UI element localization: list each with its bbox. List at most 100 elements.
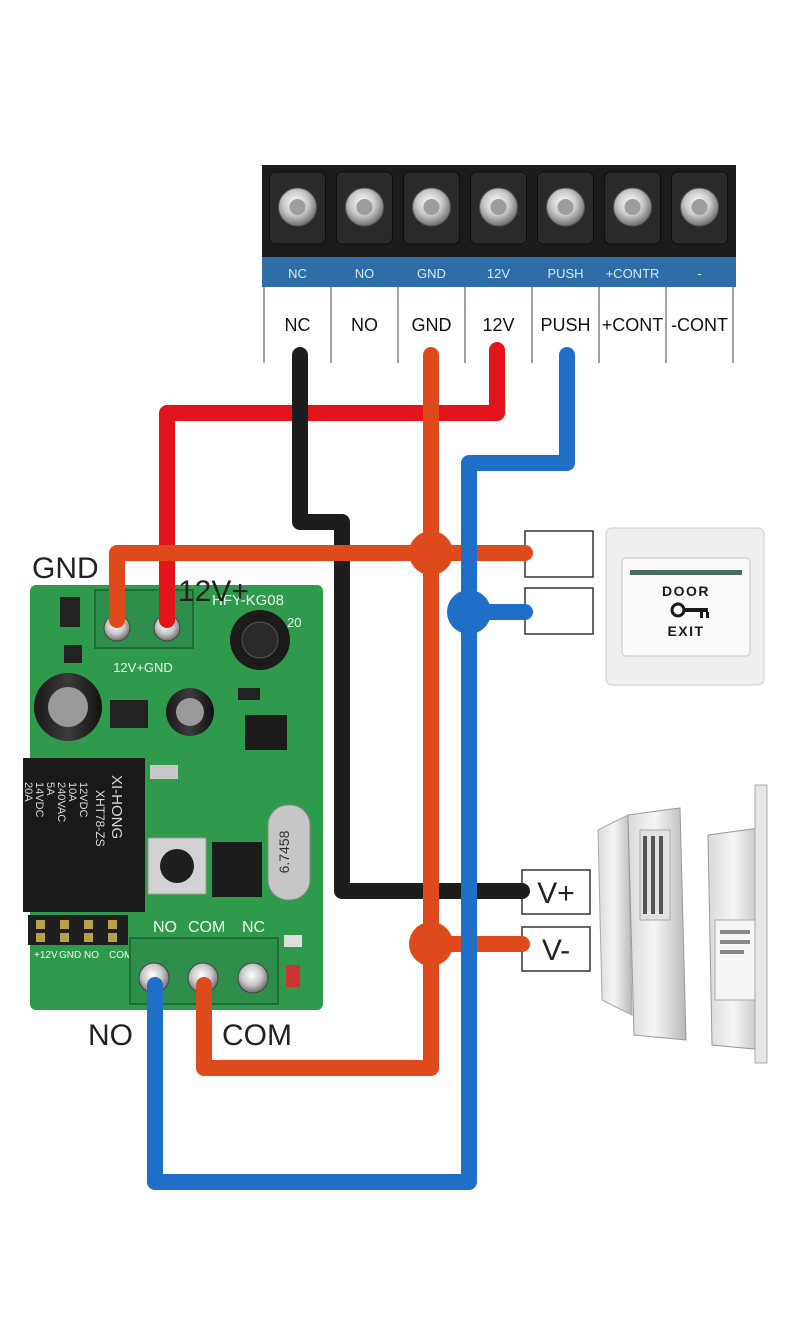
wire-gnd-branch-orange: [109, 545, 533, 628]
board-model: HFY-KG08: [212, 592, 284, 609]
smd-component: [64, 645, 82, 663]
header-label: +12V: [34, 950, 58, 961]
relay: [23, 758, 145, 912]
crystal-marking: 6.7458: [276, 830, 292, 873]
armature-mount: [754, 784, 768, 1064]
table-label: PUSH: [540, 315, 590, 335]
output-silk-nc: NC: [242, 919, 265, 936]
smd-resistor: [238, 688, 260, 700]
header-pin: [84, 920, 93, 929]
exit-terminal-top: [524, 530, 594, 578]
terminal-screw-head: [423, 199, 440, 215]
learn-button-cap: [160, 849, 194, 883]
capacitor-small-top: [176, 698, 204, 726]
vplus-terminal: [521, 869, 591, 915]
terminal-printed-label: GND: [417, 266, 446, 281]
wires: [109, 342, 575, 1190]
relay-spec: 12VDC: [77, 782, 89, 818]
junction-push: [447, 590, 491, 634]
wire-black-vplus: [292, 347, 530, 899]
terminal-printed-label: PUSH: [547, 266, 583, 281]
board-model-suffix: 20: [287, 615, 301, 630]
junction-gnd-lower: [409, 922, 453, 966]
terminal-printed-label: -: [697, 266, 701, 281]
terminal-block: NC NO GND 12V PUSH +CONTR -: [262, 165, 736, 287]
header-pin: [108, 920, 117, 929]
label-com: COM: [222, 1019, 292, 1052]
relay-spec: 10A: [66, 782, 78, 802]
header-label: COM: [109, 950, 132, 961]
output-silk-no: NO: [153, 919, 177, 936]
table-label: GND: [412, 315, 452, 335]
nameplate-line-2: [720, 940, 750, 944]
table-label: NO: [351, 315, 378, 335]
exit-button-led-strip: [630, 570, 742, 575]
inductor-core: [241, 621, 279, 659]
wire-gnd-orange: [196, 347, 439, 1076]
terminal-printed-label: +CONTR: [606, 266, 660, 281]
exit-button-face: [621, 557, 751, 657]
lock-slot-3: [659, 836, 663, 914]
wire-12v-red: [159, 342, 505, 628]
key-icon: [670, 602, 709, 618]
table-label: NC: [285, 315, 311, 335]
terminal-screw-head: [490, 199, 507, 215]
nameplate-line-1: [720, 930, 750, 934]
header-pin: [60, 920, 69, 929]
exit-button-line1: DOOR: [662, 583, 710, 599]
relay-spec: 14VDC: [33, 782, 45, 818]
table-label: +CONT: [602, 315, 664, 335]
lock-slot-2: [651, 836, 655, 914]
capacitor-large-top: [48, 687, 88, 727]
crystal: [267, 804, 311, 901]
relay-spec: 20A: [22, 782, 34, 802]
vminus-label: V-: [542, 934, 570, 967]
terminal-printed-label: NO: [355, 266, 375, 281]
vplus-label: V+: [537, 877, 575, 910]
led: [284, 935, 302, 947]
label-gnd: GND: [32, 552, 99, 585]
exit-button-device: DOOR EXIT: [605, 527, 765, 686]
relay-spec: 5A: [44, 782, 56, 796]
regulator-chip: [110, 700, 148, 728]
label-no: NO: [88, 1019, 133, 1052]
header-label: NO: [84, 950, 99, 961]
terminal-screw-head: [557, 199, 574, 215]
header-pin: [60, 933, 69, 942]
header-pin: [84, 933, 93, 942]
relay-spec: 240VAC: [55, 782, 67, 822]
terminal-block-label-strip: [262, 257, 736, 287]
smd-diode: [150, 765, 178, 779]
label-12v: 12V+: [178, 575, 249, 608]
terminal-screw-head: [624, 199, 641, 215]
output-silk-com: COM: [188, 919, 225, 936]
terminal-label-table: NC NO GND 12V PUSH +CONT -CONT: [263, 287, 734, 363]
relay-model: XHT78-ZS: [93, 790, 107, 847]
nameplate-line-3: [720, 950, 744, 954]
header-pins: [28, 915, 128, 945]
output-screw-nc: [237, 962, 269, 994]
exit-terminal-bottom: [524, 587, 594, 635]
header-pin: [108, 933, 117, 942]
junction-gnd-upper: [409, 531, 453, 575]
terminal-screw-head: [691, 199, 708, 215]
exit-button-line2: EXIT: [667, 623, 704, 639]
terminal-printed-label: NC: [288, 266, 307, 281]
terminal-screw-head: [289, 199, 306, 215]
table-label: 12V: [482, 315, 514, 335]
power-silk-label: 12V+GND: [113, 660, 173, 675]
terminal-printed-label: 12V: [487, 266, 510, 281]
terminal-screw-head: [356, 199, 373, 215]
led-indicator: [286, 965, 300, 987]
table-label: -CONT: [671, 315, 728, 335]
wire-push-blue: [147, 347, 575, 1190]
lock-bracket: [597, 814, 633, 1016]
header-pin: [36, 933, 45, 942]
lock-slot-1: [643, 836, 647, 914]
ic-chip-top: [245, 715, 287, 750]
header-label: GND: [59, 950, 81, 961]
relay-brand: XI-HONG: [108, 775, 125, 839]
